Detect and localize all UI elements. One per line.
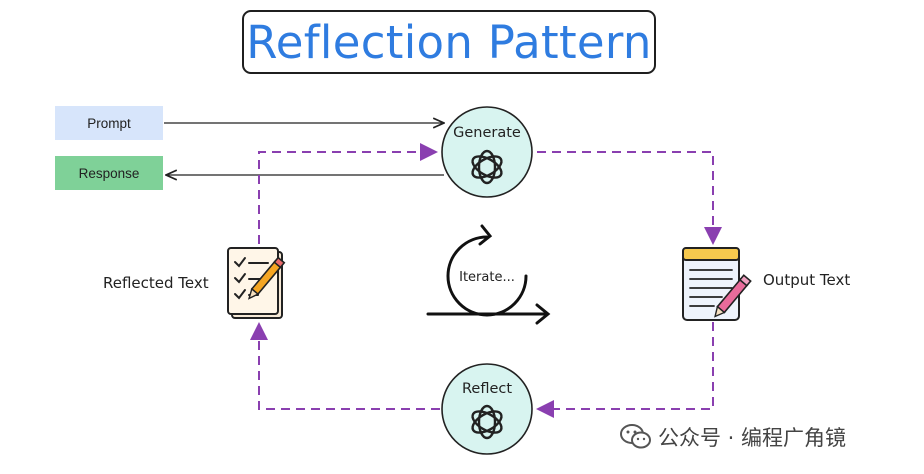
prompt-box: Prompt — [55, 106, 163, 140]
reflect-to-reflected-arrow — [250, 322, 440, 410]
watermark-text: 公众号 · 编程广角镜 — [658, 426, 847, 450]
title-box: Reflection Pattern — [242, 10, 656, 74]
reflected-text-label: Reflected Text — [103, 274, 209, 292]
output-text-label: Output Text — [763, 271, 851, 289]
generate-label: Generate — [453, 125, 521, 141]
document-pencil-icon — [682, 247, 752, 321]
response-box: Response — [55, 156, 163, 190]
diagram-title: Reflection Pattern — [246, 15, 652, 69]
reflect-node — [441, 363, 533, 455]
reflected-to-generate-arrow — [258, 143, 438, 244]
iterate-label: Iterate... — [459, 270, 515, 285]
openai-logo-icon — [471, 149, 503, 185]
output-to-reflect-arrow — [536, 322, 714, 418]
generate-node — [441, 106, 533, 198]
wechat-icon — [620, 424, 651, 449]
generate-to-output-arrow — [537, 151, 722, 245]
reflect-label: Reflect — [461, 381, 513, 397]
iterate-loop-icon — [426, 224, 551, 325]
watermark: 公众号 · 编程广角镜 — [620, 422, 846, 452]
openai-logo-icon — [471, 404, 503, 440]
checklist-clipboard-icon — [227, 247, 286, 319]
